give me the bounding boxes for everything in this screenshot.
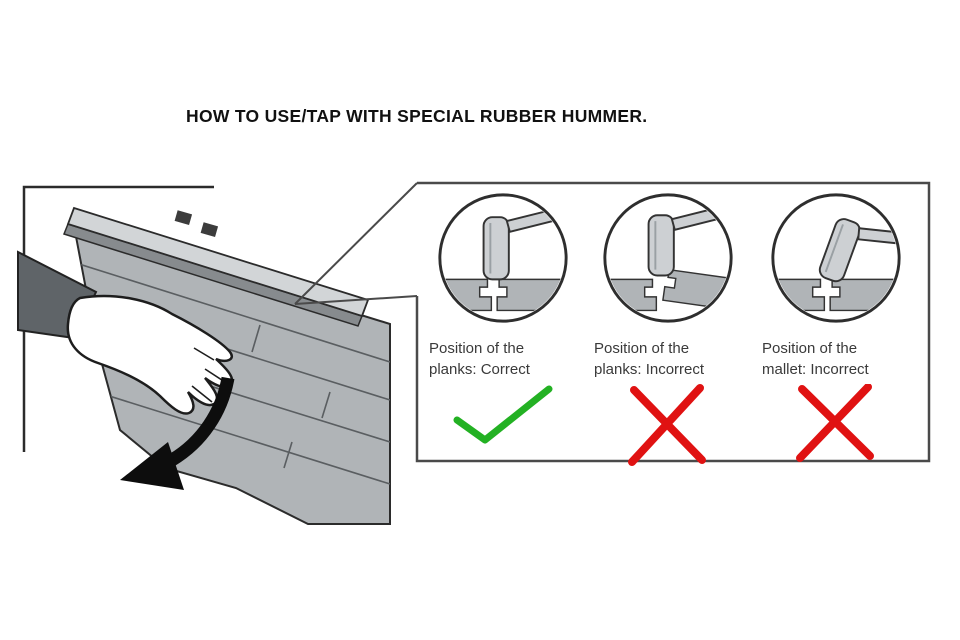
spacer-tab: [200, 222, 219, 237]
instruction-panel: Position of the planks: Correct: [415, 182, 929, 467]
instruction-item-mallet-incorrect: Position of the mallet: Incorrect: [754, 190, 918, 467]
cross-icon: [796, 383, 874, 462]
page-title: HOW TO USE/TAP WITH SPECIAL RUBBER HUMME…: [186, 106, 648, 126]
cross-icon: [628, 384, 706, 466]
callout-wedge: [294, 182, 418, 305]
caption-line-1: Position of the: [429, 340, 525, 357]
mark: [754, 383, 918, 467]
caption: Position of the planks: Correct: [421, 338, 585, 380]
tap-arrow-head-icon: [120, 442, 184, 490]
tap-arrow-shaft: [168, 376, 235, 466]
caption-line-1: Position of the: [594, 340, 690, 357]
mallet-planks-incorrect-icon: [603, 193, 733, 323]
caption-line-2: mallet: Incorrect: [762, 361, 869, 378]
left-illustration: [17, 185, 391, 525]
caption: Position of the mallet: Incorrect: [754, 338, 918, 380]
spacer-tab: [174, 210, 193, 225]
mallet-planks-correct-icon: [438, 193, 568, 323]
instruction-item-planks-correct: Position of the planks: Correct: [421, 190, 585, 451]
wall-lines: [22, 185, 214, 452]
mark: [586, 384, 750, 471]
caption-line-2: planks: Correct: [429, 361, 530, 378]
caption-line-1: Position of the: [762, 340, 858, 357]
instruction-item-planks-incorrect: Position of the planks: Incorrect: [586, 190, 750, 471]
mark: [421, 384, 585, 451]
caption-line-2: planks: Incorrect: [594, 361, 705, 378]
mallet-position-incorrect-icon: [771, 193, 901, 323]
panel-border: [415, 181, 931, 463]
caption: Position of the planks: Incorrect: [586, 338, 750, 380]
new-plank: [66, 206, 370, 318]
check-icon: [453, 385, 553, 444]
